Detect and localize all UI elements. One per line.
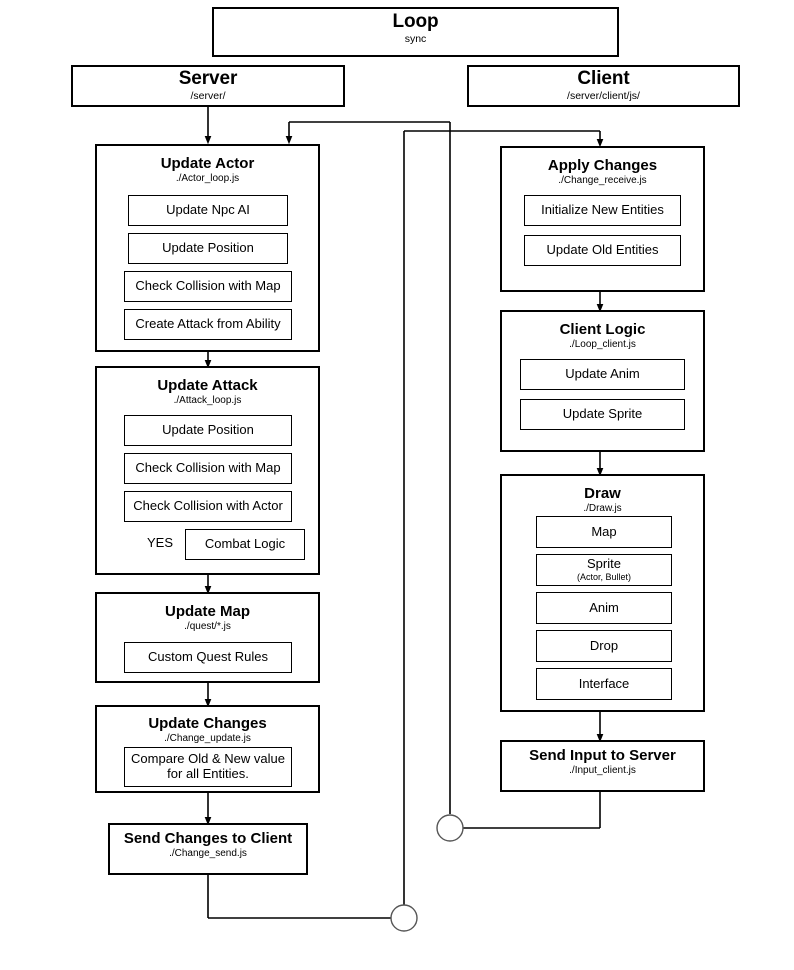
step-check-collision-with-map[interactable]: Check Collision with Map — [124, 271, 292, 302]
group-apply-changes-subtitle: ./Change_receive.js — [558, 174, 647, 186]
step-check-collision-with-map[interactable]: Check Collision with Map — [124, 453, 292, 484]
step-label-line1: Compare Old & New value — [131, 751, 285, 767]
step-initialize-new-entities[interactable]: Initialize New Entities — [524, 195, 681, 226]
group-update-attack-subtitle: ./Attack_loop.js — [173, 394, 242, 406]
step-label: Check Collision with Map — [135, 460, 281, 476]
step-label-line2: for all Entities. — [167, 766, 249, 781]
step-label: Create Attack from Ability — [135, 316, 281, 332]
group-update-map-subtitle: ./quest/*.js — [184, 620, 231, 632]
step-check-collision-with-actor[interactable]: Check Collision with Actor — [124, 491, 292, 522]
step-update-position[interactable]: Update Position — [128, 233, 288, 264]
column-header-server-title: Server — [178, 68, 238, 89]
group-update-actor[interactable]: Update Actor ./Actor_loop.js Update Npc … — [95, 144, 320, 352]
step-label: Update Npc AI — [166, 202, 250, 218]
column-header-client-title: Client — [577, 68, 630, 89]
step-update-sprite[interactable]: Update Sprite — [520, 399, 685, 430]
group-update-map-header: Update Map ./quest/*.js — [97, 598, 318, 639]
step-label: Check Collision with Map — [135, 278, 281, 294]
group-send-changes-to-client-subtitle: ./Change_send.js — [169, 847, 247, 859]
group-update-changes-title: Update Changes — [148, 715, 267, 732]
loop-root-title: Loop — [392, 11, 439, 32]
step-label: Anim — [589, 599, 619, 615]
group-update-changes-header: Update Changes ./Change_update.js — [97, 710, 318, 751]
label-yes: YES — [146, 535, 173, 550]
step-label: Map — [591, 523, 617, 539]
step-label: Interface — [578, 675, 630, 691]
group-update-actor-subtitle: ./Actor_loop.js — [175, 172, 240, 184]
step-draw-map[interactable]: Map — [536, 516, 672, 548]
step-draw-sprite[interactable]: Sprite (Actor, Bullet) — [536, 554, 672, 586]
step-label: Custom Quest Rules — [148, 649, 268, 665]
group-client-logic-title: Client Logic — [559, 321, 646, 338]
group-send-changes-to-client[interactable]: Send Changes to Client ./Change_send.js — [108, 823, 308, 875]
group-apply-changes-title: Apply Changes — [547, 157, 658, 174]
client-return-junction-icon — [436, 814, 464, 842]
step-label: Update Anim — [565, 366, 640, 382]
step-update-position[interactable]: Update Position — [124, 415, 292, 446]
group-send-input-to-server-title: Send Input to Server — [529, 747, 676, 764]
group-draw-subtitle: ./Draw.js — [583, 502, 622, 514]
column-header-client[interactable]: Client /server/client/js/ — [467, 65, 740, 107]
step-custom-quest-rules[interactable]: Custom Quest Rules — [124, 642, 292, 673]
step-update-old-entities[interactable]: Update Old Entities — [524, 235, 681, 266]
group-update-attack-header: Update Attack ./Attack_loop.js — [97, 372, 318, 413]
group-update-map[interactable]: Update Map ./quest/*.js Custom Quest Rul… — [95, 592, 320, 683]
group-send-input-to-server-subtitle: ./Input_client.js — [569, 764, 636, 776]
step-label: Initialize New Entities — [541, 202, 664, 218]
step-update-npc-ai[interactable]: Update Npc AI — [128, 195, 288, 226]
group-client-logic-subtitle: ./Loop_client.js — [569, 338, 636, 350]
group-update-attack-title: Update Attack — [157, 377, 258, 394]
group-send-changes-to-client-title: Send Changes to Client — [123, 830, 293, 847]
step-label: Check Collision with Actor — [133, 498, 283, 514]
column-header-server[interactable]: Server /server/ — [71, 65, 345, 107]
step-label: Update Sprite — [562, 406, 643, 422]
column-header-server-subtitle: /server/ — [190, 89, 226, 102]
step-label: Sprite — [587, 556, 621, 572]
step-label: Combat Logic — [204, 536, 286, 552]
group-draw[interactable]: Draw ./Draw.js Map Sprite (Actor, Bullet… — [500, 474, 705, 712]
step-label: Update Position — [162, 422, 254, 438]
step-draw-interface[interactable]: Interface — [536, 668, 672, 700]
group-update-changes-subtitle: ./Change_update.js — [164, 732, 251, 744]
step-compare-old-new-value[interactable]: Compare Old & New value for all Entities… — [124, 747, 292, 787]
step-draw-anim[interactable]: Anim — [536, 592, 672, 624]
step-sublabel: (Actor, Bullet) — [576, 572, 632, 583]
loop-root-box[interactable]: Loop sync — [212, 7, 619, 57]
group-update-changes[interactable]: Update Changes ./Change_update.js Compar… — [95, 705, 320, 793]
step-label: Update Old Entities — [546, 242, 659, 258]
group-send-input-to-server[interactable]: Send Input to Server ./Input_client.js — [500, 740, 705, 792]
step-draw-drop[interactable]: Drop — [536, 630, 672, 662]
server-return-junction-icon — [390, 904, 418, 932]
group-update-map-title: Update Map — [164, 603, 250, 620]
group-client-logic-header: Client Logic ./Loop_client.js — [502, 316, 703, 357]
group-update-actor-title: Update Actor — [160, 155, 255, 172]
step-update-anim[interactable]: Update Anim — [520, 359, 685, 390]
loop-root-subtitle: sync — [404, 32, 427, 45]
group-update-attack[interactable]: Update Attack ./Attack_loop.js Update Po… — [95, 366, 320, 575]
group-apply-changes[interactable]: Apply Changes ./Change_receive.js Initia… — [500, 146, 705, 292]
column-header-client-subtitle: /server/client/js/ — [567, 89, 640, 102]
step-label: Drop — [589, 637, 619, 653]
step-label: Update Position — [162, 240, 254, 256]
group-apply-changes-header: Apply Changes ./Change_receive.js — [502, 152, 703, 193]
group-client-logic[interactable]: Client Logic ./Loop_client.js Update Ani… — [500, 310, 705, 452]
step-combat-logic[interactable]: Combat Logic — [185, 529, 305, 560]
group-draw-header: Draw ./Draw.js — [502, 480, 703, 521]
group-update-actor-header: Update Actor ./Actor_loop.js — [97, 150, 318, 191]
group-draw-title: Draw — [584, 485, 621, 502]
step-create-attack-from-ability[interactable]: Create Attack from Ability — [124, 309, 292, 340]
